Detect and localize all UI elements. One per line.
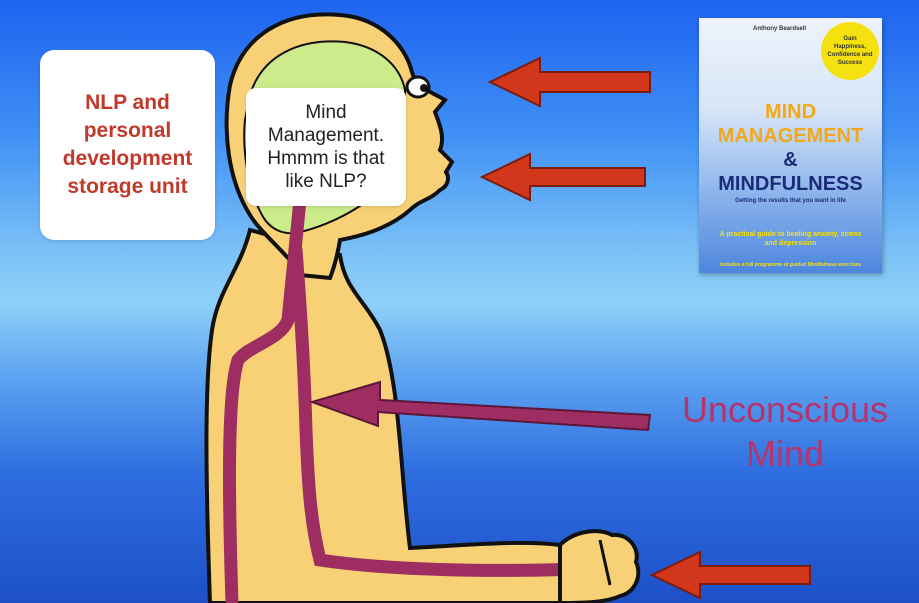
book-badge: Gain Happiness, Confidence and Success bbox=[821, 22, 879, 80]
arrow-to-eye bbox=[487, 56, 651, 108]
arrow-to-fist bbox=[649, 550, 811, 600]
book-title-line3: & bbox=[783, 149, 798, 171]
eye bbox=[405, 75, 431, 99]
nerve-branch bbox=[289, 243, 607, 577]
book-title: MIND MANAGEMENT & MINDFULNESS bbox=[699, 100, 882, 196]
book-subtitle: Getting the results that you want in lif… bbox=[735, 198, 846, 204]
storage-unit-label: NLP and personal development storage uni… bbox=[62, 91, 193, 198]
book-badge-text: Gain Happiness, Confidence and Success bbox=[827, 36, 873, 66]
book-footer: Includes a full programme of guided Mind… bbox=[720, 262, 861, 268]
unconscious-mind-label: Unconscious Mind bbox=[681, 389, 889, 474]
pupil bbox=[420, 84, 428, 92]
book-title-line1: MIND bbox=[764, 101, 817, 123]
storage-unit-card: NLP and personal development storage uni… bbox=[40, 50, 215, 240]
book-description: A practical guide to beating anxiety, st… bbox=[719, 231, 862, 247]
book-title-line2: MANAGEMENT bbox=[717, 125, 864, 147]
arrow-unconscious bbox=[308, 380, 652, 432]
book-title-line4: MINDFULNESS bbox=[718, 173, 863, 195]
arrow-to-mouth bbox=[479, 152, 646, 202]
fist bbox=[558, 529, 641, 603]
thought-text: Mind Management. Hmmm is that like NLP? bbox=[267, 102, 385, 192]
book-cover: Anthony Beardsell Gain Happiness, Confid… bbox=[699, 18, 882, 273]
fist-knuckle bbox=[598, 539, 612, 586]
thought-bubble: Mind Management. Hmmm is that like NLP? bbox=[246, 88, 406, 206]
book-author: Anthony Beardsell bbox=[753, 26, 807, 32]
